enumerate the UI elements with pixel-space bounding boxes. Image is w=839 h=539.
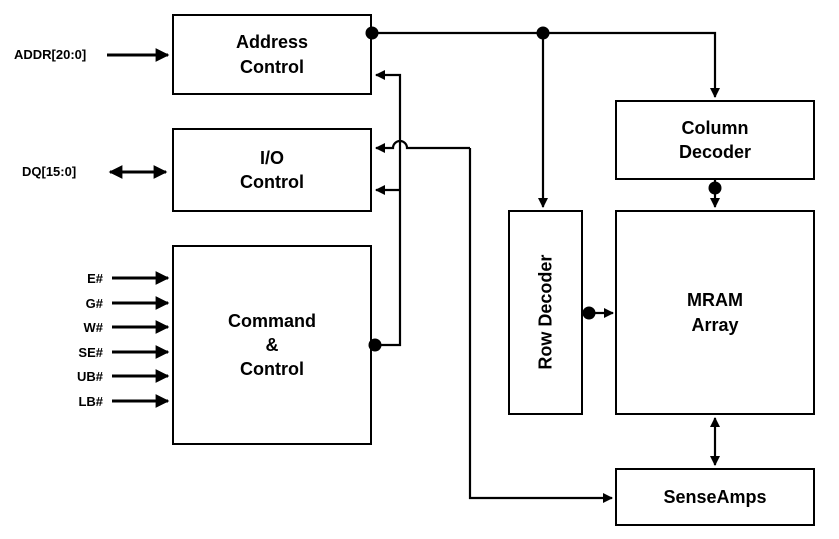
block-io-control: I/O Control xyxy=(172,128,372,212)
signal-label-w: W# xyxy=(83,320,104,335)
block-senseamps-label: SenseAmps xyxy=(663,486,767,507)
block-io-control-label: I/O Control xyxy=(240,147,304,192)
block-command-control: Command & Control xyxy=(172,245,372,445)
block-mram-array: MRAM Array xyxy=(615,210,815,415)
signal-label-lb: LB# xyxy=(78,394,103,409)
wire-senseamps-to-io-control xyxy=(374,139,470,154)
junction-dot-row-decoder-branch xyxy=(536,26,550,40)
junction-dot-column-decoder-output xyxy=(708,181,722,195)
wire-address-to-column-decoder xyxy=(372,31,721,99)
block-row-decoder: Row Decoder xyxy=(508,210,583,415)
block-address-control: Address Control xyxy=(172,14,372,95)
junction-dot-row-decoder-output xyxy=(582,306,596,320)
signal-label-e: E# xyxy=(87,271,103,286)
signal-label-ub: UB# xyxy=(76,369,103,384)
block-row-decoder-label: Row Decoder xyxy=(535,254,556,371)
signal-label-dq: DQ[15:0] xyxy=(22,164,77,179)
wire-command-to-address-control xyxy=(373,69,402,347)
block-column-decoder-label: Column Decoder xyxy=(678,117,752,162)
block-mram-array-label: MRAM Array xyxy=(687,290,743,335)
block-command-control-label: Command & Control xyxy=(227,310,316,380)
block-senseamps: SenseAmps xyxy=(615,468,815,526)
block-column-decoder: Column Decoder xyxy=(615,100,815,180)
signal-label-se: SE# xyxy=(78,345,103,360)
signal-label-addr: ADDR[20:0] xyxy=(14,47,87,62)
signal-label-g: G# xyxy=(85,296,103,311)
block-address-control-label: Address Control xyxy=(235,32,309,77)
